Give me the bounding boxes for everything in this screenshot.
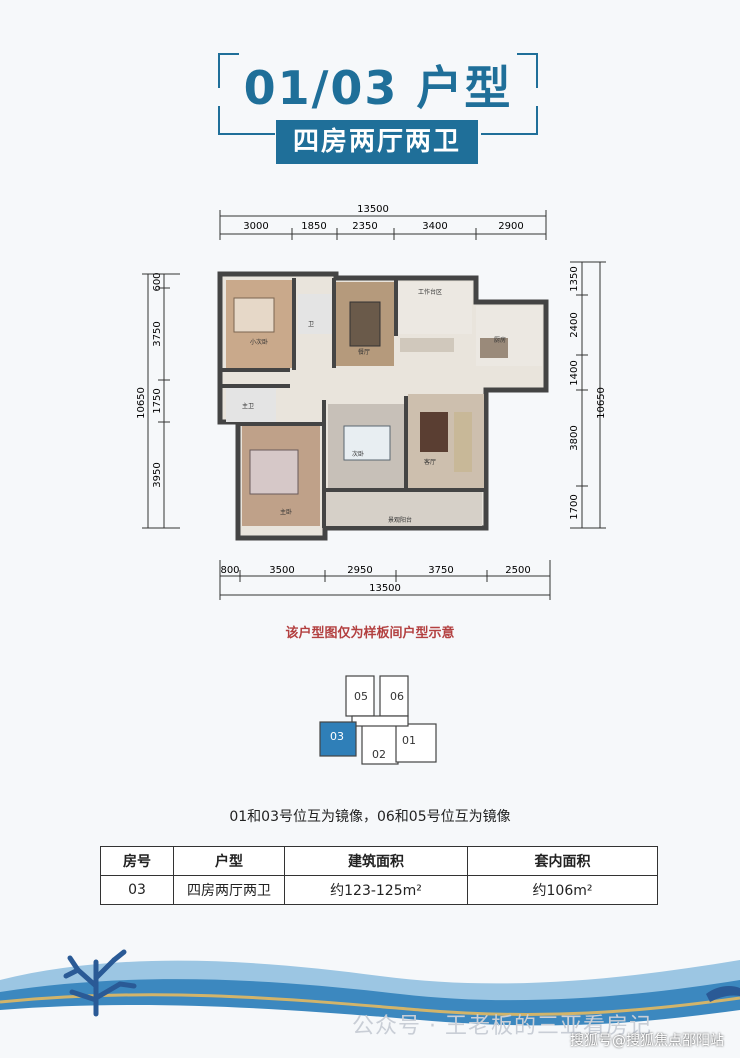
header-net-area: 套内面积 bbox=[467, 846, 658, 876]
watermark-text: 公众号 · 王老板的三亚看房记 bbox=[352, 1014, 652, 1039]
top-dim-4: 3400 bbox=[422, 221, 447, 232]
room-bedroom-small-label: 小次卧 bbox=[250, 338, 268, 346]
cell-net-area: 约106m² bbox=[467, 875, 658, 905]
left-total-dim: 10650 bbox=[136, 387, 147, 419]
top-dimensions bbox=[219, 210, 547, 240]
title-frame bbox=[218, 53, 538, 135]
right-dim-5: 1700 bbox=[569, 494, 580, 519]
room-kitchen-label: 厨房 bbox=[494, 336, 506, 344]
unit-info-table: 房号 户型 建筑面积 套内面积 03 四房两厅两卫 约123-125m² 约10… bbox=[100, 846, 658, 905]
room-bath-top-label: 卫 bbox=[308, 321, 314, 328]
left-dim-1: 600 bbox=[152, 272, 163, 291]
cell-gross-area: 约123-125m² bbox=[284, 875, 468, 905]
keyplan-label-02: 02 bbox=[372, 748, 386, 761]
cell-layout: 四房两厅两卫 bbox=[173, 875, 285, 905]
room-bath-mid-label: 主卫 bbox=[242, 402, 254, 410]
sample-note: 该户型图仅为样板间户型示意 bbox=[285, 626, 455, 641]
left-dim-4: 3950 bbox=[152, 462, 163, 487]
keyplan-label-03: 03 bbox=[330, 730, 344, 743]
source-credit: 搜狐号@搜狐焦点邵阳站 bbox=[570, 1033, 724, 1049]
bottom-dim-3: 2950 bbox=[347, 565, 372, 576]
room-living-label: 客厅 bbox=[424, 458, 436, 466]
left-dimensions bbox=[142, 273, 180, 529]
dolphin-icon bbox=[706, 986, 740, 1002]
left-dim-2: 3750 bbox=[152, 321, 163, 346]
top-dim-2: 1850 bbox=[301, 221, 326, 232]
header-layout: 户型 bbox=[173, 846, 285, 876]
bottom-dim-5: 2500 bbox=[505, 565, 530, 576]
right-dim-4: 3800 bbox=[569, 425, 580, 450]
header-gross-area: 建筑面积 bbox=[284, 846, 468, 876]
right-dim-2: 2400 bbox=[569, 312, 580, 337]
right-dim-3: 1400 bbox=[569, 360, 580, 385]
keyplan-label-06: 06 bbox=[390, 690, 404, 703]
bottom-dim-1: 800 bbox=[220, 565, 239, 576]
floor-plan: 13500 3000 1850 2350 3400 2900 10650 600… bbox=[136, 204, 607, 600]
key-plan: 05 06 03 01 02 bbox=[319, 675, 437, 765]
top-dim-1: 3000 bbox=[243, 221, 268, 232]
mirror-note: 01和03号位互为镜像，06和05号位互为镜像 bbox=[229, 809, 511, 825]
room-bedroom-mid-label: 次卧 bbox=[352, 450, 364, 458]
wave-decoration bbox=[0, 949, 740, 1058]
cell-unit-no: 03 bbox=[100, 875, 174, 905]
top-dim-5: 2900 bbox=[498, 221, 523, 232]
room-balcony-label: 景观阳台 bbox=[388, 516, 412, 524]
room-dining-label: 餐厅 bbox=[358, 348, 370, 356]
plan-walls bbox=[217, 271, 549, 541]
keyplan-label-01: 01 bbox=[402, 734, 416, 747]
table-header-row: 房号 户型 建筑面积 套内面积 bbox=[100, 846, 658, 876]
right-total-dim: 10650 bbox=[596, 387, 607, 419]
bottom-total-dim: 13500 bbox=[369, 583, 401, 594]
bottom-dim-4: 3750 bbox=[428, 565, 453, 576]
table-row: 03 四房两厅两卫 约123-125m² 约106m² bbox=[100, 875, 658, 905]
room-workbench-label: 工作台区 bbox=[418, 288, 442, 296]
bottom-dim-2: 3500 bbox=[269, 565, 294, 576]
right-dim-1: 1350 bbox=[569, 266, 580, 291]
top-total-dim: 13500 bbox=[357, 204, 389, 215]
page-subtitle: 四房两厅两卫 bbox=[276, 120, 478, 164]
top-dim-3: 2350 bbox=[352, 221, 377, 232]
header-unit-no: 房号 bbox=[100, 846, 174, 876]
bottom-dimensions bbox=[219, 560, 551, 600]
right-dimensions bbox=[570, 261, 606, 529]
left-dim-3: 1750 bbox=[152, 388, 163, 413]
keyplan-label-05: 05 bbox=[354, 690, 368, 703]
coral-icon bbox=[63, 949, 137, 1017]
room-master-label: 主卧 bbox=[280, 508, 292, 516]
page-title: 01/03 户型 bbox=[243, 61, 513, 115]
